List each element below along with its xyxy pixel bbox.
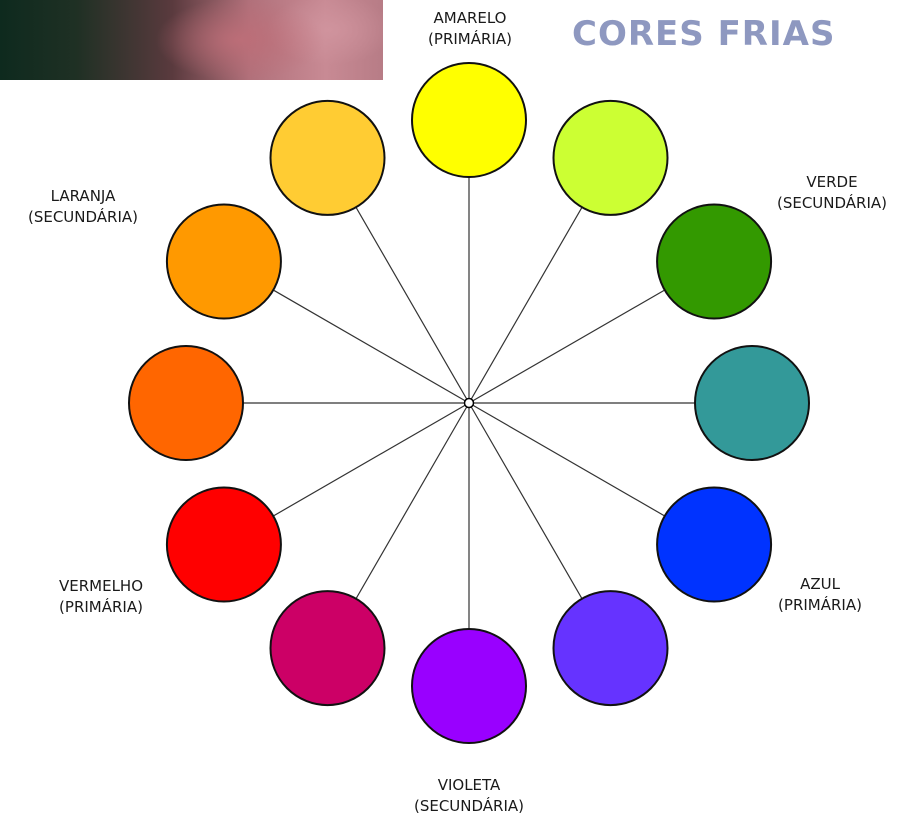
label-amarelo: AMARELO (PRIMÁRIA)	[400, 8, 540, 50]
swatch-amarelo-alaranjado	[271, 101, 385, 215]
swatch-azul-esverdeado	[695, 346, 809, 460]
label-laranja: LARANJA (SECUNDÁRIA)	[12, 186, 154, 228]
label-azul-type: (PRIMÁRIA)	[760, 595, 880, 616]
label-azul: AZUL (PRIMÁRIA)	[760, 574, 880, 616]
swatch-verde	[657, 205, 771, 319]
label-vermelho-type: (PRIMÁRIA)	[38, 597, 164, 618]
swatch-amarelo	[412, 63, 526, 177]
swatch-violeta	[412, 629, 526, 743]
label-amarelo-name: AMARELO	[400, 8, 540, 29]
label-amarelo-type: (PRIMÁRIA)	[400, 29, 540, 50]
label-laranja-name: LARANJA	[12, 186, 154, 207]
swatch-vermelho-violeta	[271, 591, 385, 705]
swatch-azul-violeta	[554, 591, 668, 705]
label-violeta-type: (SECUNDÁRIA)	[394, 796, 544, 817]
label-vermelho: VERMELHO (PRIMÁRIA)	[38, 576, 164, 618]
label-laranja-type: (SECUNDÁRIA)	[12, 207, 154, 228]
label-vermelho-name: VERMELHO	[38, 576, 164, 597]
swatch-vermelho-alaranjado	[129, 346, 243, 460]
label-violeta: VIOLETA (SECUNDÁRIA)	[394, 775, 544, 817]
wheel-center	[465, 399, 474, 408]
label-violeta-name: VIOLETA	[394, 775, 544, 796]
label-azul-name: AZUL	[760, 574, 880, 595]
swatch-vermelho	[167, 488, 281, 602]
swatch-azul	[657, 488, 771, 602]
label-verde: VERDE (SECUNDÁRIA)	[759, 172, 905, 214]
label-verde-name: VERDE	[759, 172, 905, 193]
swatch-laranja	[167, 205, 281, 319]
swatch-amarelo-esverdeado	[554, 101, 668, 215]
label-verde-type: (SECUNDÁRIA)	[759, 193, 905, 214]
